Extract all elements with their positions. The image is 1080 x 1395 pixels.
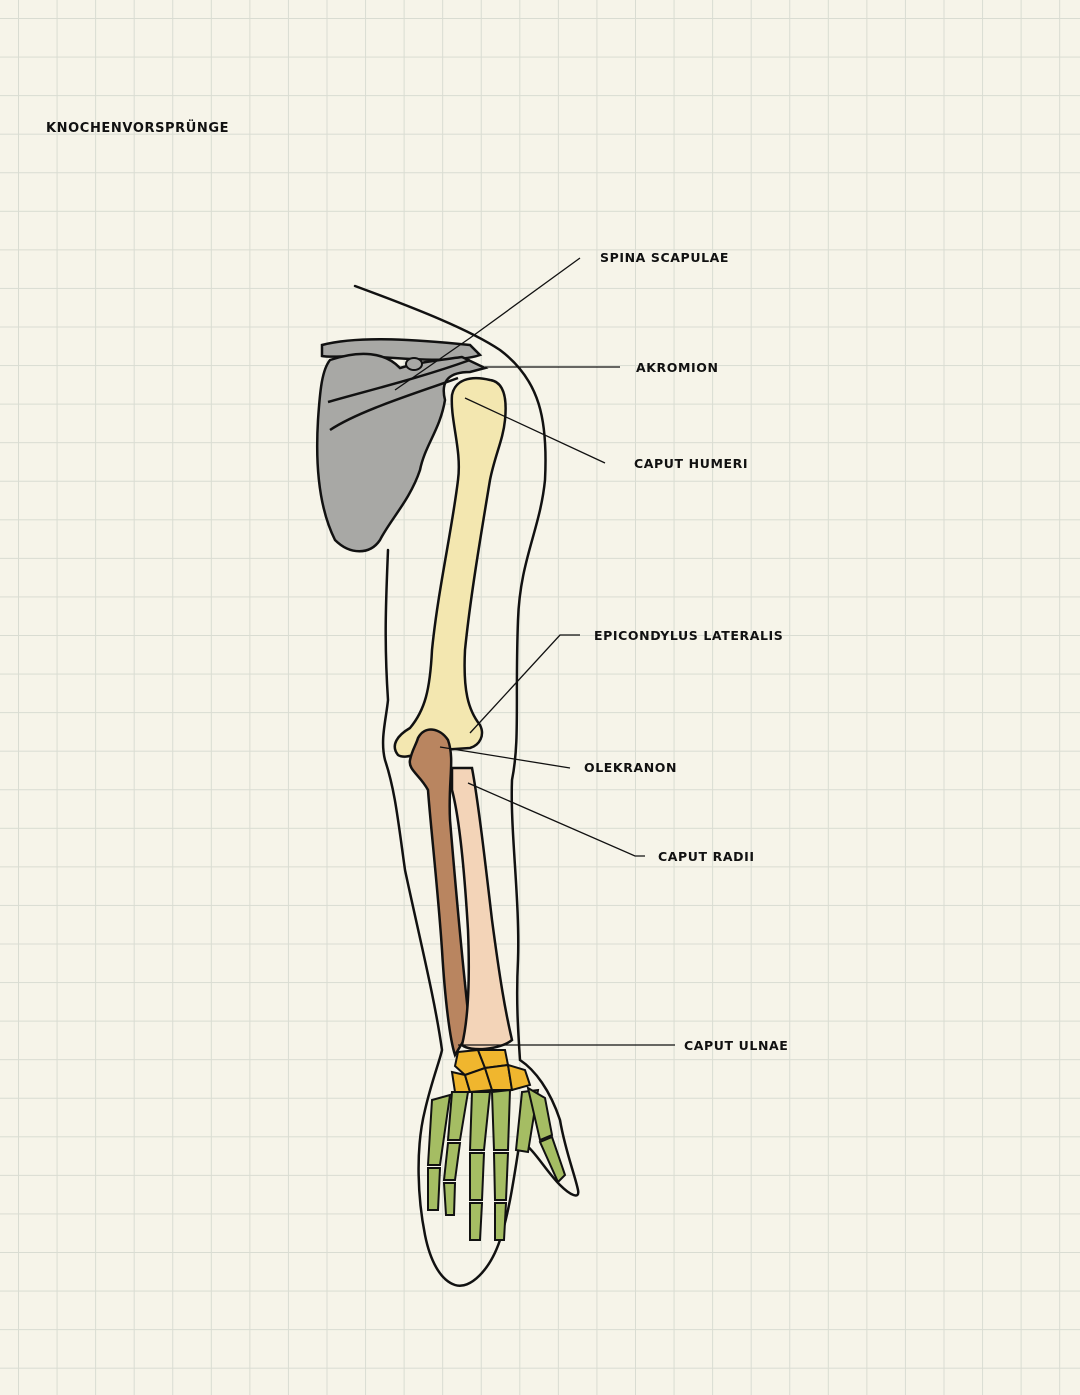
ulna (408, 728, 472, 1058)
carpals (450, 1048, 532, 1094)
radius (450, 766, 514, 1051)
label-spina-scapulae: SPINA SCAPULAE (600, 250, 730, 265)
page-title: KNOCHENVORSPRÜNGE (46, 121, 230, 136)
scapula (315, 338, 489, 553)
label-olekranon: OLEKRANON (584, 760, 678, 775)
hand-bones (426, 1085, 567, 1241)
label-caput-humeri: CAPUT HUMERI (634, 456, 749, 471)
humerus (393, 376, 507, 758)
arm-outline (353, 284, 580, 1287)
label-caput-radii: CAPUT RADII (658, 849, 755, 864)
leader-lines (394, 257, 675, 1046)
label-akromion: AKROMION (636, 360, 719, 375)
label-epicondylus-lateralis: EPICONDYLUS LATERALIS (594, 628, 784, 643)
label-caput-ulnae: CAPUT ULNAE (684, 1038, 789, 1053)
